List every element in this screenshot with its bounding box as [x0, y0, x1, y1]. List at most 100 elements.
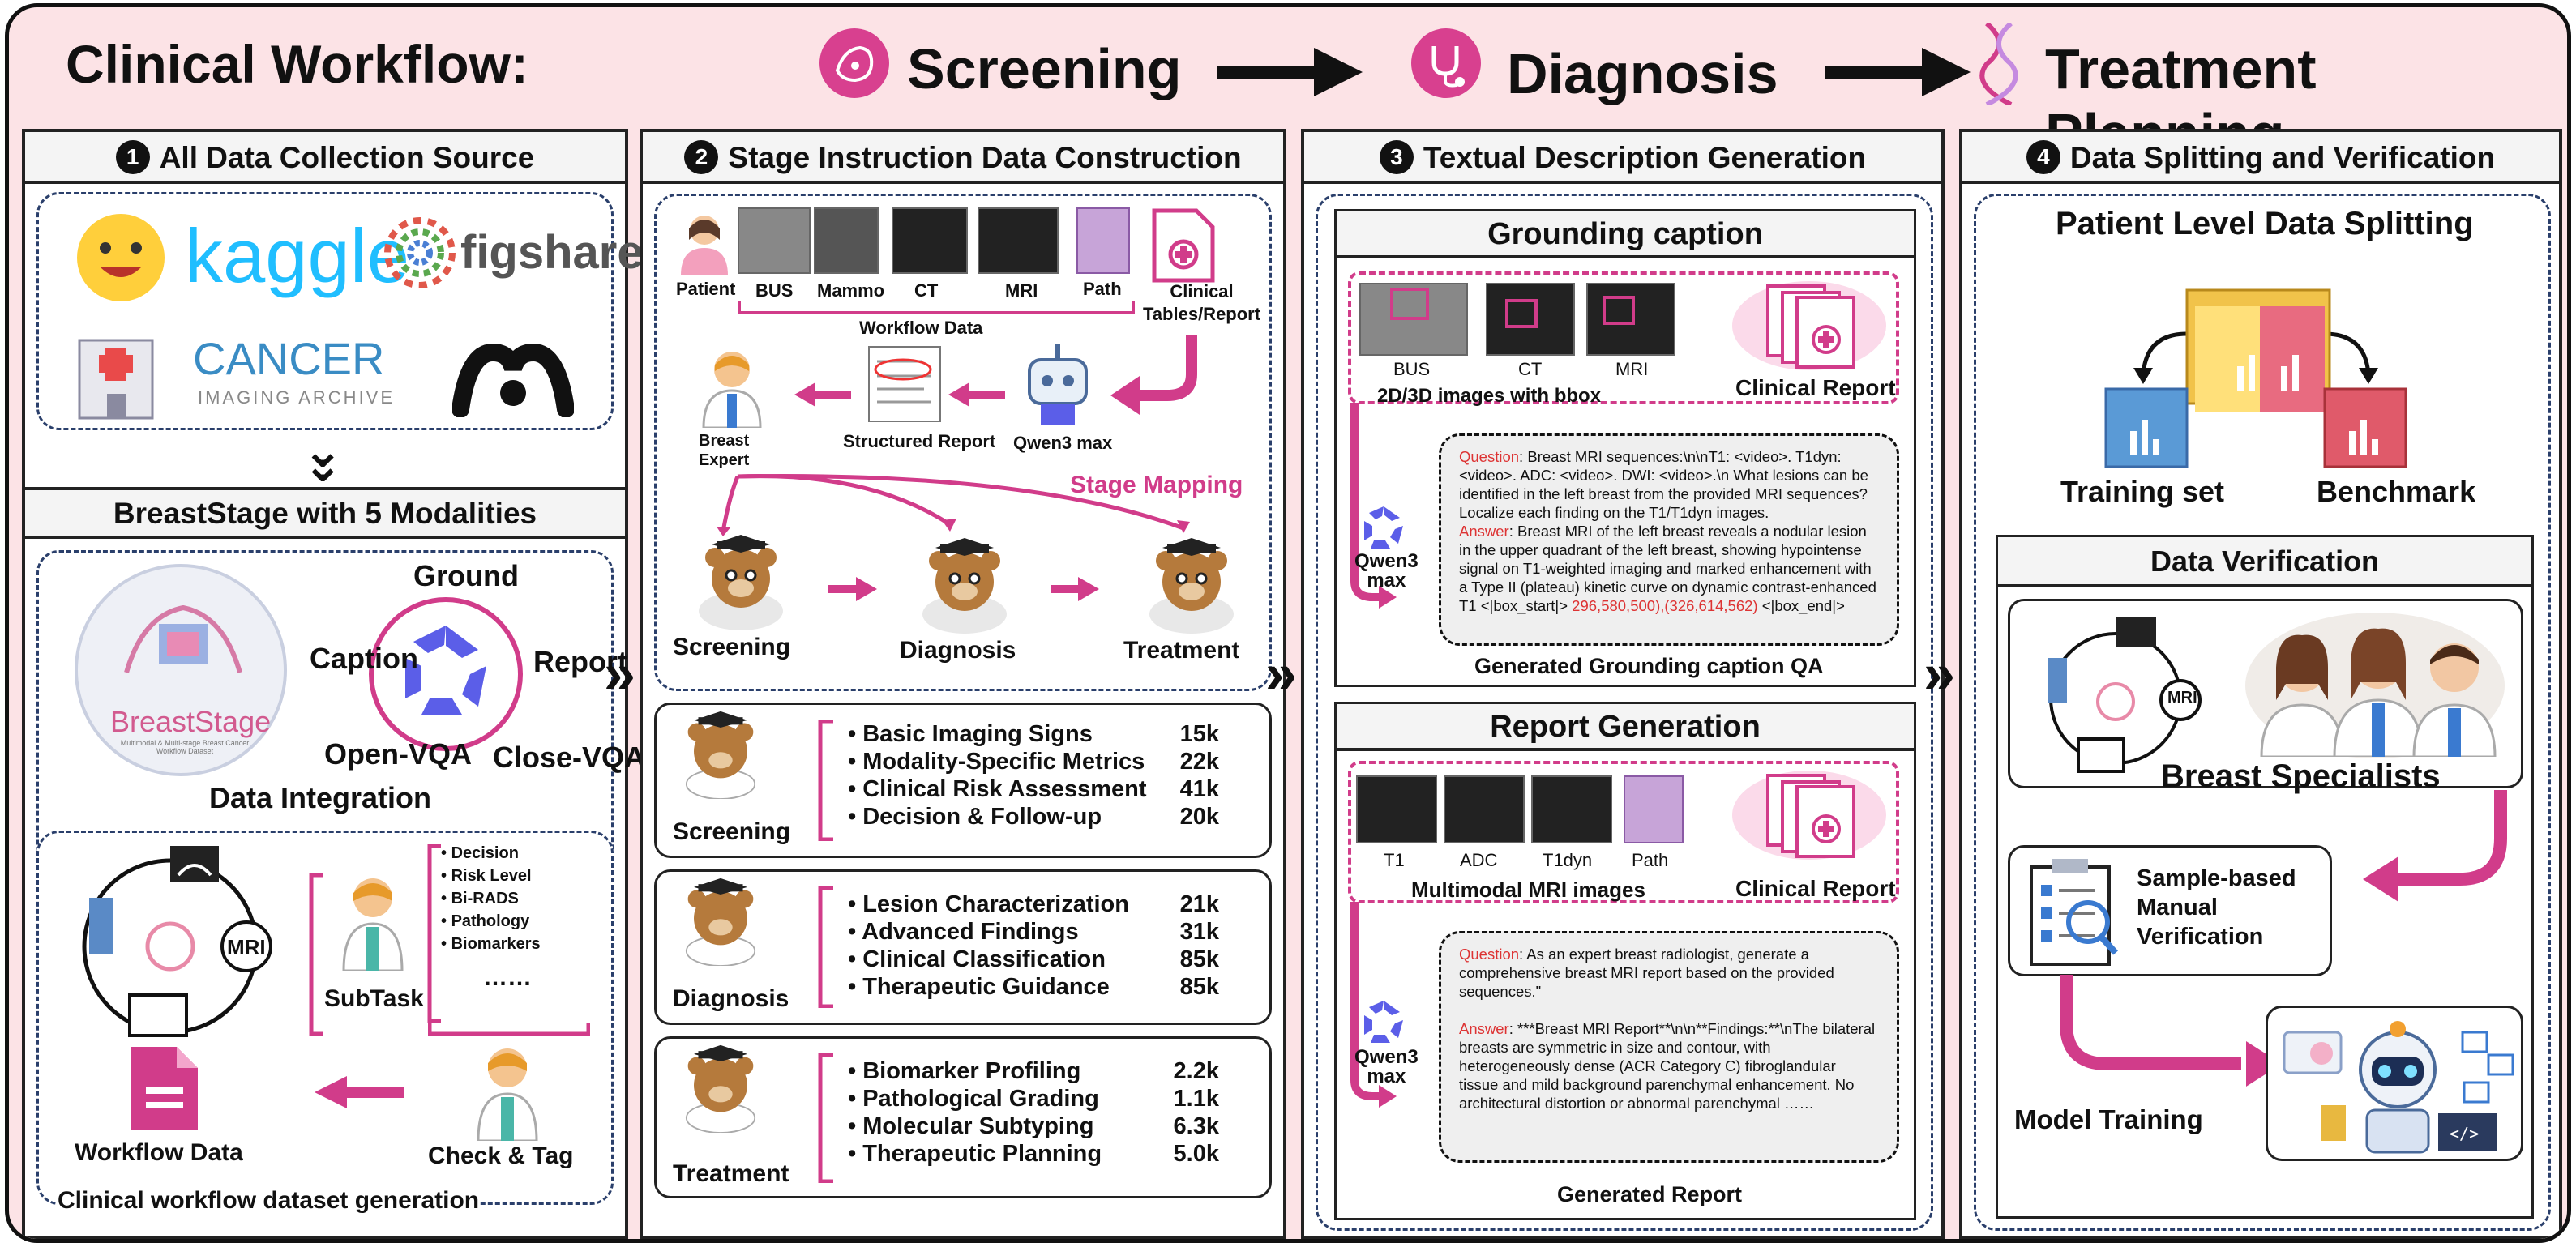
down-chevron-icon: ⌄ — [302, 423, 344, 477]
clinical-workflow-footer: Clinical workflow dataset generation — [58, 1187, 480, 1215]
curved-arrow-icon — [2060, 975, 2282, 1087]
bracket — [738, 301, 1135, 314]
specialists-label: Breast Specialists — [2161, 758, 2441, 794]
verify-title: Data Verification — [1998, 537, 2531, 587]
structured-report-icon — [868, 346, 941, 422]
bracket — [428, 1023, 590, 1036]
curved-arrow-icon — [1110, 335, 1197, 415]
stage-mapping-label: Stage Mapping — [1070, 472, 1243, 498]
grounding-qa: Question: Breast MRI sequences:\n\nT1: <… — [1439, 433, 1899, 646]
screening-counts: 15k 22k 41k 20k — [1154, 721, 1219, 831]
split-verify-area: Patient Level Data Splitting Training se… — [1974, 194, 2551, 1231]
img-label-mri: MRI — [1615, 359, 1649, 379]
screening-count: 41k — [1179, 776, 1219, 802]
treatment-count: 6.3k — [1173, 1113, 1219, 1139]
chevron-right-icon: » — [1265, 642, 1297, 705]
treatment-item: Biomarker Profiling — [848, 1058, 1102, 1086]
huggingface-logo — [77, 214, 165, 301]
treatment-count: 1.1k — [1173, 1086, 1219, 1112]
bbox — [1505, 299, 1538, 328]
subtask-risk-level: Risk Level — [441, 867, 541, 890]
grounding-caption: 2D/3D images with bbox — [1377, 385, 1602, 407]
grounding-title: Grounding caption — [1337, 211, 1914, 258]
verify-box: Data Verification MRI Breast Specialists — [1996, 535, 2534, 1219]
treatment-counts: 2.2k 1.1k 6.3k 5.0k — [1154, 1058, 1219, 1168]
treatment-item: Pathological Grading — [848, 1086, 1102, 1113]
bear-screening-icon — [699, 535, 783, 630]
breaststage-logo: BreastStage Multimodal & Multi-stage Bre… — [75, 564, 287, 776]
img-label-bus: BUS — [755, 280, 794, 301]
stethoscope-icon — [1411, 28, 1481, 98]
manual-verify-label: Sample-based Manual Verification — [2137, 865, 2296, 950]
hospital-icon — [78, 339, 154, 420]
stage-mapping-area: Patient BUS Mammo CT MRI Path Workflow D… — [654, 194, 1272, 691]
header: Clinical Workflow: Screening Diagnosis T… — [9, 7, 2567, 165]
qwen-logo-icon — [1364, 506, 1403, 549]
treatment-item: Therapeutic Planning — [848, 1141, 1102, 1168]
bracket — [309, 873, 323, 1036]
kaggle-logo: kaggle — [185, 213, 409, 298]
bear-treatment-icon — [685, 1044, 756, 1133]
img-label-ct: CT — [1518, 359, 1543, 379]
diagnosis-item: Therapeutic Guidance — [848, 974, 1129, 1001]
img-label-t1: T1 — [1384, 850, 1405, 870]
patient-label: Patient — [676, 279, 736, 299]
screening-subtasks: Screening Basic Imaging Signs Modality-S… — [654, 703, 1272, 858]
left-arrow-icon — [315, 1076, 404, 1108]
chevron-right-icon: » — [604, 642, 635, 705]
doctor-icon — [342, 878, 404, 971]
clinical-report-icon — [1766, 284, 1855, 369]
diagnosis-count: 85k — [1179, 946, 1219, 972]
data-sources: kaggle figshare CANCER IMAGING ARCHIVE — [36, 192, 644, 430]
modality-open-vqa: Open-VQA — [324, 737, 473, 771]
treatment-count: 5.0k — [1173, 1141, 1219, 1167]
bbox — [1390, 288, 1429, 320]
bear-diagnosis-icon — [922, 538, 1007, 634]
subtask-more: …… — [483, 964, 532, 991]
subtask-label: SubTask — [324, 985, 424, 1012]
modality-close-vqa: Close-VQA — [493, 741, 646, 774]
clinical-tables-label: Clinical Tables/Report — [1143, 281, 1261, 324]
grounding-inputs: BUS CT MRI 2D/3D images with bbox Clinic… — [1348, 271, 1899, 407]
breast-expert-label: Breast Expert — [699, 432, 750, 469]
down-chevron-icon: ⌄ — [302, 438, 344, 492]
workflow-data-label: Workflow Data — [75, 1139, 243, 1166]
stage-screening: Screening — [907, 37, 1182, 100]
subtask-bi-rads: Bi-RADS — [441, 890, 541, 912]
diagnosis-list: Lesion Characterization Advanced Finding… — [848, 891, 1129, 1001]
qwen-label: Qwen3 max — [1013, 433, 1113, 453]
breaststage-title: BreastStage with 5 Modalities — [25, 487, 625, 539]
screening-item: Basic Imaging Signs — [848, 721, 1147, 749]
arrow-icon — [1825, 48, 1971, 96]
ct-image — [1486, 283, 1575, 356]
treatment-label: Treatment — [673, 1160, 789, 1187]
header-title: Clinical Workflow: — [66, 34, 528, 94]
modality-caption: Caption — [310, 642, 418, 675]
workflow-generation: MRI SubTask Decision Risk Level Bi-RADS … — [36, 831, 614, 1205]
report-caption: Multimodal MRI images — [1411, 878, 1645, 902]
clinical-report-label: Clinical Report — [1735, 876, 1896, 901]
breast-icon — [819, 28, 889, 98]
diagnosis-label: Diagnosis — [673, 985, 789, 1012]
mapping-arrows — [717, 474, 1190, 536]
mri-badge: MRI — [227, 935, 266, 959]
report-gen-title: Report Generation — [1337, 704, 1914, 751]
breast-expert-icon — [702, 352, 762, 428]
screening-item: Clinical Risk Assessment — [848, 776, 1146, 804]
arrow-icon — [1217, 48, 1363, 96]
img-label-path: Path — [1632, 850, 1669, 870]
diagnosis-count: 85k — [1179, 974, 1219, 1000]
structured-report-label: Structured Report — [843, 431, 996, 451]
screening-label: Screening — [673, 818, 791, 845]
qwen-label: Qwen3 max — [1354, 1046, 1419, 1087]
report-inputs: T1 ADC T1dyn Path Multimodal MRI images … — [1348, 761, 1899, 903]
screening-item: Decision & Follow-up — [848, 804, 1147, 831]
path-image — [1624, 775, 1684, 843]
robot-model-icon: </> — [2283, 1021, 2514, 1154]
bear-treatment-icon — [1149, 538, 1234, 634]
stage-label-treatment: Treatment — [1123, 637, 1240, 664]
left-arrow-icon — [948, 382, 1005, 407]
